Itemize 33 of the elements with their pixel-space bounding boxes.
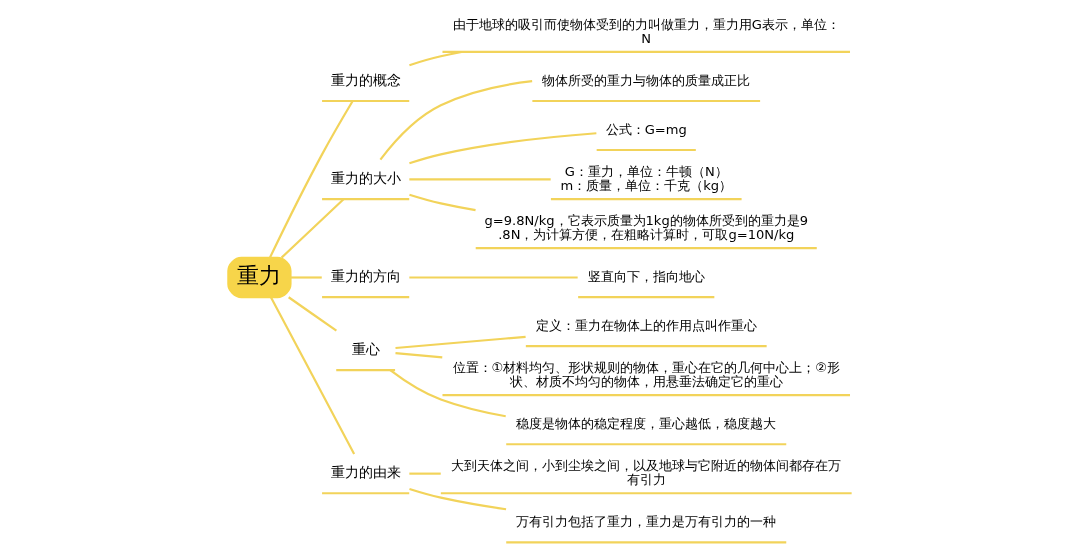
connector — [389, 369, 506, 418]
node-text: 万有引力包括了重力，重力是万有引力的一种 — [516, 514, 777, 530]
connector — [270, 296, 356, 455]
connector — [409, 472, 441, 475]
node-text: G：重力，单位：牛顿（N） m：质量，单位：千克（kg） — [560, 163, 733, 193]
node-text: 竖直向下，指向地心 — [587, 268, 705, 284]
connector — [290, 276, 322, 279]
connector — [409, 193, 476, 212]
connector — [409, 178, 551, 181]
node-text: 大到天体之间，小到尘埃之间，以及地球与它附近的物体间都存在万有引力 — [451, 457, 842, 488]
connector — [268, 100, 354, 259]
node-text: 重力的由来 — [330, 464, 401, 481]
connector — [409, 50, 462, 67]
connector — [409, 276, 578, 279]
node-text: 定义：重力在物体上的作用点叫作重心 — [535, 317, 757, 333]
connector — [409, 487, 507, 511]
node-text: 物体所受的重力与物体的质量成正比 — [542, 72, 751, 88]
node-text: 重力的概念 — [330, 72, 401, 89]
node-box: 重力 — [227, 256, 292, 299]
node-text: 公式：G=mg — [605, 121, 687, 137]
connector — [409, 132, 597, 165]
connector — [395, 352, 443, 359]
connector — [379, 80, 533, 161]
node-text: 稳度是物体的稳定程度，重心越低，稳度越大 — [516, 415, 777, 431]
connector — [395, 335, 526, 350]
node-text: 重心 — [351, 341, 380, 358]
node-text: g=9.8N/kg，它表示质量为1kg的物体所受到的重力是9.8N，为计算方便，在粗略计算时，可取g=10N/kg — [484, 212, 809, 242]
connector — [280, 198, 345, 259]
node-text: 由于地球的吸引而使物体受到的力叫做重力，重力用G表示，单位：N — [452, 16, 840, 46]
connector — [288, 296, 337, 332]
node-text: 位置：①材料均匀、形状规则的物体，重心在它的几何中心上；②形状、材质不均匀的物体，用悬垂法确定它的重心 — [452, 359, 840, 390]
node-text: 重力的方向 — [330, 268, 401, 285]
node-text: 重力的大小 — [330, 170, 401, 187]
